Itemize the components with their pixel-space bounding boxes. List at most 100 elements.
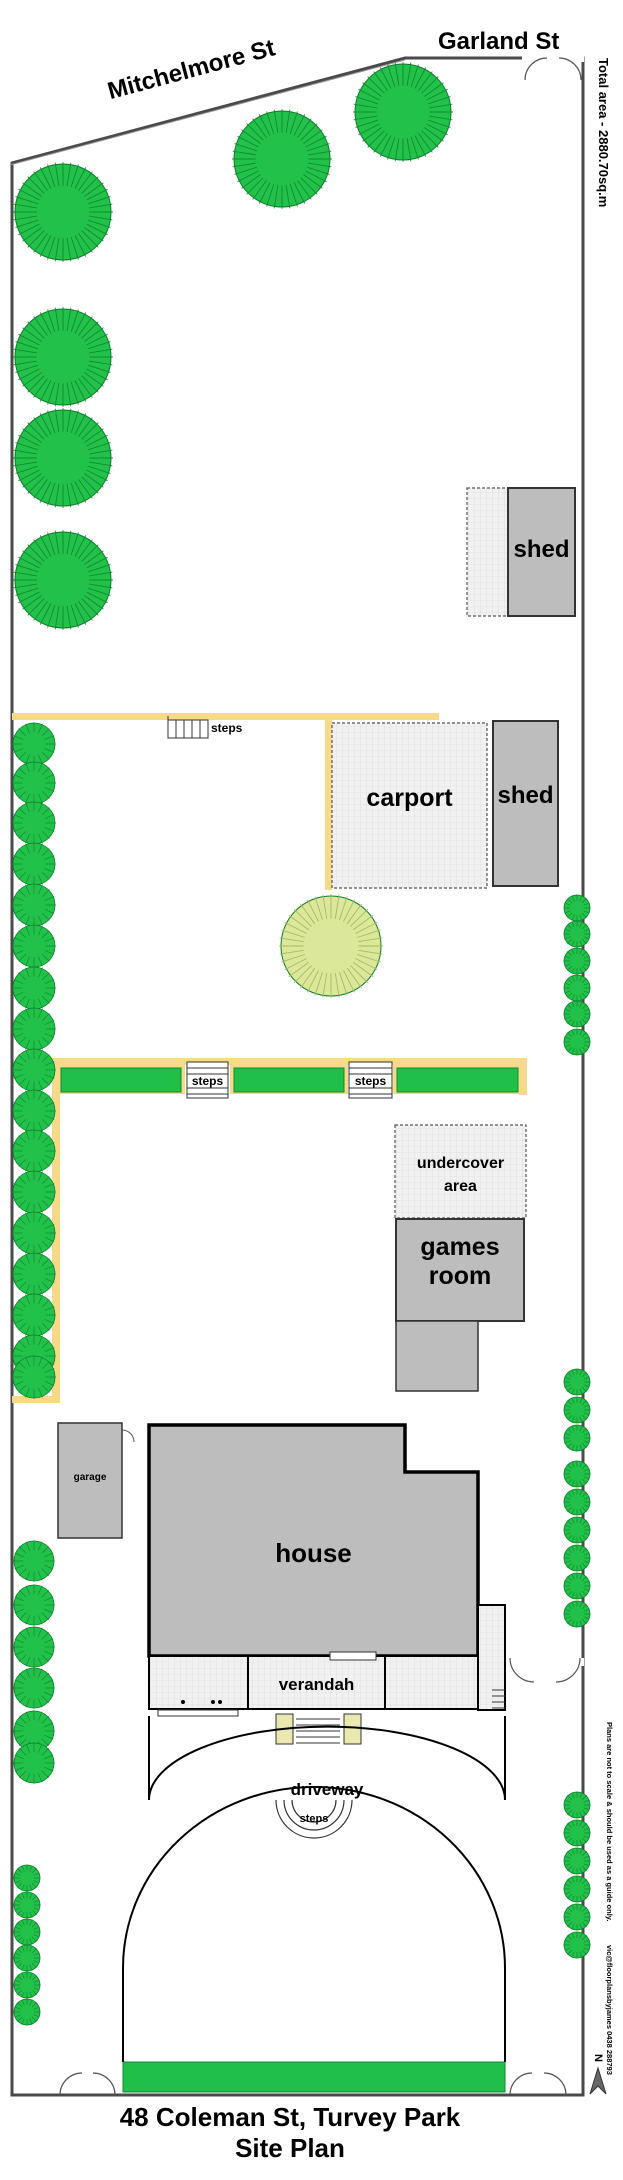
driveway bbox=[148, 1716, 506, 1801]
tree-small-right bbox=[563, 1791, 591, 1819]
tree-hedge-left bbox=[12, 924, 56, 968]
hedge-row bbox=[60, 1067, 519, 2093]
tree-yellow bbox=[279, 894, 383, 998]
games-room-label-line1: games bbox=[420, 1233, 500, 1261]
plan-title-address: 48 Coleman St, Turvey Park bbox=[119, 2102, 461, 2132]
tree-hedge-left bbox=[12, 1293, 56, 1337]
tree-small-left bbox=[13, 1742, 55, 1784]
shed-mid-label: shed bbox=[497, 782, 554, 809]
tree-small-right bbox=[563, 1396, 591, 1424]
garage bbox=[57, 1422, 123, 1539]
tree-small-left bbox=[13, 1540, 55, 1582]
north-arrow-icon bbox=[589, 2066, 607, 2095]
street-label-garland: Garland St bbox=[438, 28, 560, 55]
steps-right bbox=[348, 1061, 393, 1099]
tree-small-left bbox=[13, 1944, 41, 1972]
tree-large bbox=[13, 307, 113, 407]
tree-hedge-left bbox=[12, 801, 56, 845]
tree-hedge-left bbox=[12, 1211, 56, 1255]
tree-small-left bbox=[13, 1584, 55, 1626]
tree-small-right bbox=[563, 1544, 591, 1572]
tree-small-right bbox=[563, 1875, 591, 1903]
tree-small-right bbox=[563, 1000, 591, 1028]
tree-hedge-left bbox=[12, 966, 56, 1010]
tree-hedge-left bbox=[12, 842, 56, 886]
tree-small-right bbox=[563, 1572, 591, 1600]
verandah bbox=[148, 1651, 479, 1745]
tree-hedge-left bbox=[12, 1170, 56, 1214]
steps-left bbox=[186, 1061, 229, 1099]
garage-label: garage bbox=[73, 1472, 107, 1483]
tree-small-right bbox=[563, 1903, 591, 1931]
verandah-label: verandah bbox=[278, 1675, 355, 1694]
gate-side bbox=[506, 1657, 584, 1683]
carport-label: carport bbox=[366, 784, 453, 812]
house-label: house bbox=[275, 1538, 352, 1568]
contact-note: vic@floorplansbyjames 0438 288793 bbox=[605, 1945, 614, 2075]
tree-small-right bbox=[563, 920, 591, 948]
shed-top-hardstand bbox=[466, 487, 511, 617]
steps-top-label: steps bbox=[211, 721, 243, 735]
tree-small-left bbox=[13, 1864, 41, 1892]
tree-hedge-left bbox=[12, 883, 56, 927]
driveway-label: driveway bbox=[290, 1780, 364, 1799]
tree-large bbox=[232, 109, 332, 209]
shed-top bbox=[507, 487, 576, 617]
tree-small-right bbox=[563, 1460, 591, 1488]
tree-small-right bbox=[563, 1424, 591, 1452]
disclaimer-note: Plans are not to scale & should be used … bbox=[605, 1722, 614, 1922]
garage-door bbox=[121, 1429, 135, 1443]
tree-small-right bbox=[563, 1931, 591, 1959]
tree-small-left bbox=[13, 1667, 55, 1709]
north-label: N bbox=[592, 2054, 604, 2062]
total-area-label: Total area - 2880.70sq.m bbox=[596, 58, 611, 208]
tree-small-left bbox=[13, 1710, 55, 1752]
tree-small-left bbox=[13, 1971, 41, 1999]
tree-hedge-left bbox=[12, 1007, 56, 1051]
tree-small-left bbox=[13, 1998, 41, 2026]
tree-hedge-left bbox=[12, 1089, 56, 1133]
tree-hedge-left bbox=[12, 1048, 56, 1092]
tree-hedge-left bbox=[12, 761, 56, 805]
tree-large bbox=[13, 408, 113, 508]
tree-small-left bbox=[13, 1918, 41, 1946]
games-room-label-line2: room bbox=[428, 1262, 492, 1290]
tree-hedge-left bbox=[12, 1252, 56, 1296]
gate-top bbox=[522, 56, 584, 81]
undercover-area-label-line2: area bbox=[444, 1178, 477, 1195]
steps-bottom bbox=[275, 1799, 353, 1839]
tree-small-right bbox=[563, 1847, 591, 1875]
carport bbox=[331, 722, 488, 889]
shed-top-label: shed bbox=[513, 536, 570, 563]
tree-small-right bbox=[563, 894, 591, 922]
tree-large bbox=[353, 62, 453, 162]
undercover-area bbox=[394, 1124, 527, 1219]
house-side-step bbox=[477, 1604, 506, 1711]
steps-left-label: steps bbox=[191, 1074, 224, 1088]
steps-bottom-label: steps bbox=[299, 1813, 329, 1825]
tree-small-right bbox=[563, 1488, 591, 1516]
tree-small-left bbox=[13, 1626, 55, 1668]
tree-small-right bbox=[563, 1028, 591, 1056]
tree-small-right bbox=[563, 1516, 591, 1544]
tree-small-left bbox=[13, 1891, 41, 1919]
gate-front-left bbox=[59, 2072, 116, 2096]
shed-mid bbox=[492, 720, 559, 887]
front-arc bbox=[122, 1786, 506, 2062]
tree-small-right bbox=[563, 1368, 591, 1396]
tree-small-right bbox=[563, 1819, 591, 1847]
tree-large bbox=[13, 530, 113, 630]
undercover-area-label-line1: undercover bbox=[416, 1155, 505, 1172]
tree-small-right bbox=[563, 1600, 591, 1628]
tree-small-right bbox=[563, 947, 591, 975]
gate-front-right bbox=[509, 2072, 567, 2096]
tree-hedge-left bbox=[12, 1129, 56, 1173]
trees bbox=[12, 62, 591, 2026]
tree-hedge-left bbox=[12, 1355, 56, 1399]
tree-large bbox=[13, 162, 113, 262]
steps-top bbox=[167, 716, 209, 739]
tree-hedge-left bbox=[12, 722, 56, 766]
steps-right-label: steps bbox=[354, 1074, 387, 1088]
tree-small-right bbox=[563, 974, 591, 1002]
